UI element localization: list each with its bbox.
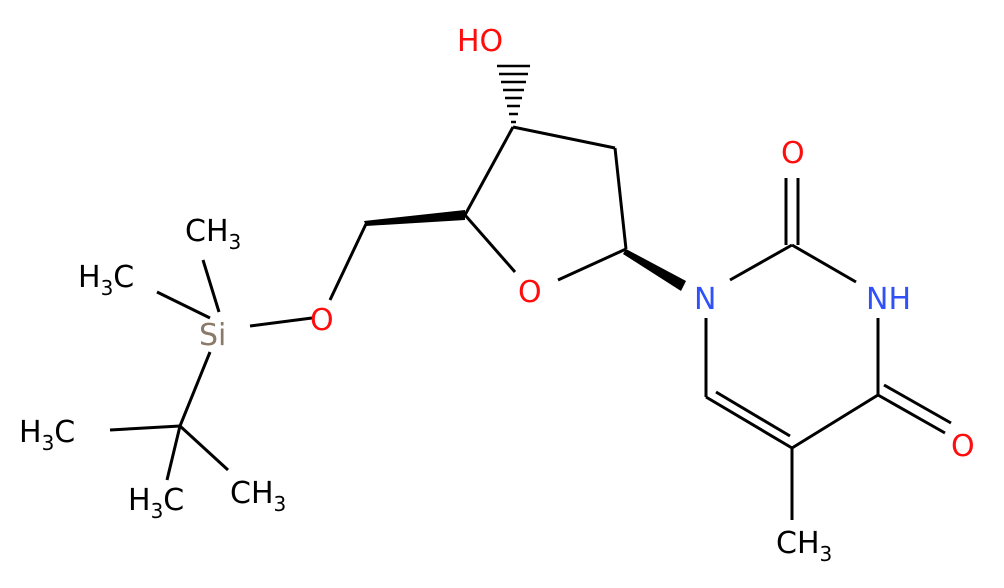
methyl-tbu-right-label: CH3 [230,476,286,516]
methyl-si-left-label: H3C [78,260,134,300]
bond-c4-o-b [883,383,952,425]
bond-c5-c6-double [715,390,791,438]
bond-c4-c5 [791,393,879,450]
bond-ctbu-ch3-right [178,424,230,472]
bond-c1-o4 [557,247,627,282]
wedge-c4-c5 [364,210,465,226]
atom-labels: HO O O O O N NH Si CH3 H3C H3C H3C CH3 C… [19,24,975,566]
hydroxyl-label: HO [457,24,503,59]
ring-oxygen-label: O [518,275,542,310]
bond-si-ch3-left [156,290,211,320]
bond-o-si [249,316,313,328]
bond-ctbu-ch3-left [109,424,181,432]
methyl-tbu-bottom-label: H3C [128,483,184,523]
bond-c4-c3 [463,126,515,216]
bond-c3-c2 [512,125,616,150]
bond-si-ch3-top [201,259,221,313]
carbonyl-oxygen-top-label: O [781,136,805,171]
bond-c5-c6 [705,395,793,450]
bond-c2-c1 [613,147,628,250]
methyl-si-top-label: CH3 [185,214,241,254]
bond-ctbu-ch3-bottom [165,425,182,481]
carbonyl-oxygen-right-label: O [951,429,975,464]
methyl-c5-label: CH3 [776,526,832,566]
bond-si-ctbu [178,351,212,427]
methyl-tbu-left-label: H3C [19,415,75,455]
wedge-c1-n1 [623,249,686,291]
bond-c4-o-a [877,393,946,435]
silicon-label: Si [199,318,226,353]
bond-n1-c2 [729,243,793,282]
bond-c2-n3 [791,243,857,284]
bond-c5-o [328,223,368,301]
n3-label: NH [866,282,911,317]
bonds [109,64,952,520]
bond-o4-c4 [463,214,517,273]
hash-wedge-c3-oh [497,64,530,124]
ether-oxygen-label: O [310,303,334,338]
n1-label: N [694,282,716,317]
